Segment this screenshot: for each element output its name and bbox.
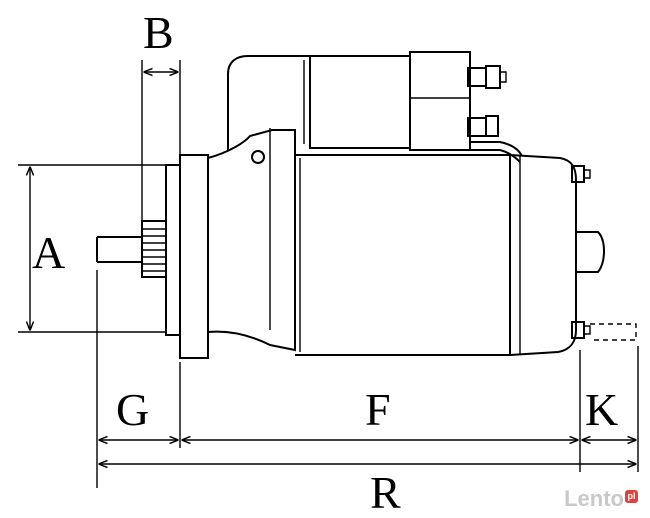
label-k: K [585,384,618,435]
solenoid [303,51,523,163]
dimension-lines [18,60,639,488]
yoke [295,154,511,356]
bolt-extension [590,323,637,341]
label-r: R [370,467,401,518]
end-boss [576,231,605,273]
label-b: B [143,7,174,58]
lever-housing [227,55,312,150]
flange-plate [179,154,209,359]
drive-housing [207,129,296,352]
watermark-badge: pl [625,490,638,503]
pinion-gear [141,220,167,278]
through-bolt-bottom [571,321,591,339]
end-cover [509,154,577,356]
through-bolt-top [571,165,591,183]
motor-body [96,55,637,359]
label-f: F [365,384,391,435]
mounting-flange [165,164,181,336]
watermark-text: Lento [564,486,624,511]
label-g: G [116,384,149,435]
terminal-top [467,65,507,89]
shaft [96,236,142,263]
label-a: A [32,227,65,278]
connector-strap [470,141,523,163]
terminal-bottom [467,115,499,137]
mount-hole [251,150,265,164]
